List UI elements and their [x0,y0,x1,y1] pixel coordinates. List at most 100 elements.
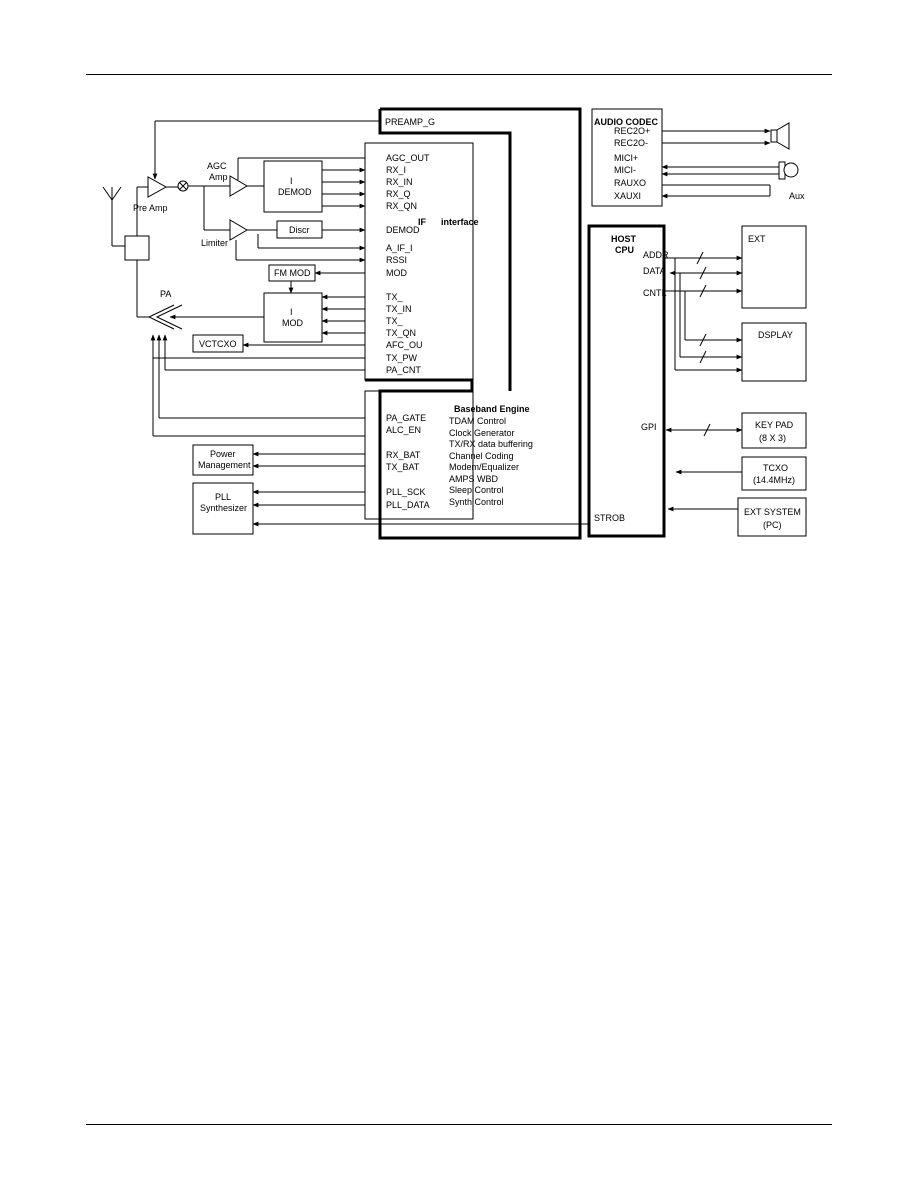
if-signal-label: MOD [386,268,407,278]
baseband-signal-label: RX_BAT [386,450,421,460]
baseband-function-label: AMPS WBD [449,474,499,484]
audio-codec-title: AUDIO CODEC [594,117,659,127]
fm-mod-label: FM MOD [274,268,311,278]
ext-system-box [737,497,807,537]
i-mod-label-2: MOD [282,318,303,328]
baseband-signal-label: PLL_SCK [386,487,426,497]
codec-pin-label: MICI- [614,165,636,175]
if-signal-label: AGC_OUT [386,153,430,163]
footer-rule [86,1124,832,1125]
baseband-function-label: TDAM Control [449,416,506,426]
mixer-icon [177,180,189,192]
baseband-function-label: Channel Coding [449,451,514,461]
codec-pin-list: REC2O+ REC2O- MICI+ MICI- RAUXO XAUXI [614,126,650,201]
ext-system-label-2: (PC) [763,520,782,530]
baseband-engine-frame [365,107,582,540]
keypad-label-2: (8 X 3) [759,433,786,443]
ext-box [741,225,807,309]
display-label: DSPLAY [758,330,793,340]
if-signal-label: RX_QN [386,201,417,211]
audio-codec-box [591,108,663,207]
baseband-signal-label: TX_BAT [386,462,420,472]
interface-label: interface [441,217,479,227]
host-pin-addr: ADDR [643,250,669,260]
keypad-label-1: KEY PAD [755,420,794,430]
i-demod-box [263,160,323,213]
vctcxo-label: VCTCXO [199,339,237,349]
ext-system-label-1: EXT SYSTEM [744,507,801,517]
host-cpu-title-2: CPU [615,245,634,255]
if-signal-label: TX_ [386,292,404,302]
pll-label-1: PLL [215,492,231,502]
baseband-function-label: Modem/Equalizer [449,462,519,472]
limiter-label: Limiter [201,238,228,248]
baseband-signal-label: ALC_EN [386,425,421,435]
if-signal-label: TX_PW [386,353,418,363]
pre-amp-label: Pre Amp [133,203,168,213]
aux-label: Aux [789,191,805,201]
host-cpu-box [587,224,666,538]
baseband-signal-label: PA_GATE [386,413,426,423]
power-management-box [192,444,254,476]
if-signal-label: TX_ [386,316,404,326]
pa-label: PA [160,289,171,299]
host-pin-gpi: GPI [641,422,657,432]
baseband-function-label: Sleep Control [449,485,504,495]
baseband-signal-label: PLL_DATA [386,500,430,510]
limiter-icon [229,219,248,241]
tcxo-label-1: TCXO [763,463,788,473]
if-label: IF [418,217,427,227]
i-demod-label-2: DEMOD [278,187,312,197]
host-pin-cntl: CNTL [643,288,667,298]
host-bus-connections [664,251,743,512]
baseband-title: Baseband Engine [454,404,530,414]
microphone-icon [778,161,799,180]
if-signal-label: AFC_OU [386,340,423,350]
if-signal-label: RSSI [386,255,407,265]
if-signal-label: PA_CNT [386,365,421,375]
tcxo-label-2: (14.4MHz) [753,475,795,485]
codec-pin-label: REC2O- [614,138,648,148]
pll-synthesizer-box [192,482,254,535]
if-signal-label: RX_Q [386,189,411,199]
codec-pin-label: RAUXO [614,178,646,188]
tcxo-box [741,456,807,491]
if-signal-list: AGC_OUT RX_I RX_IN RX_Q RX_QN DEMOD A_IF_I RSSI… [386,153,430,375]
host-cpu-title-1: HOST [611,234,637,244]
header-rule [86,74,832,75]
i-mod-label-1: I [290,307,293,317]
keypad-box [741,412,807,449]
codec-pin-label: REC2O+ [614,126,650,136]
if-signal-label: A_IF_I [386,243,413,253]
codec-pin-label: XAUXI [614,191,641,201]
if-signal-label: TX_QN [386,328,416,338]
top-signal-label: PREAMP_G [385,117,435,127]
if-signal-label: DEMOD [386,225,420,235]
codec-pin-label: MICI+ [614,153,638,163]
antenna-icon [102,186,125,247]
if-signal-label: RX_IN [386,177,413,187]
power-label-2: Management [198,460,251,470]
baseband-function-label: Synth Control [449,497,504,507]
host-pin-strob: STROB [594,513,625,523]
power-label-1: Power [210,449,236,459]
display-box [741,322,807,382]
baseband-lower-box [364,390,474,520]
if-signal-label: RX_I [386,165,406,175]
duplexer-box [124,235,150,261]
if-signal-label: TX_IN [386,304,412,314]
audio-connections [661,128,779,199]
baseband-function-label: TX/RX data buffering [449,439,533,449]
rf-connections [150,120,589,527]
i-demod-label-1: I [290,176,293,186]
baseband-function-label: Clock Generator [449,428,515,438]
agc-amp-label-2: Amp [209,172,228,182]
ext-label: EXT [748,234,766,244]
pll-label-2: Synthesizer [200,503,247,513]
host-pin-data: DATA [643,266,666,276]
pre-amp-icon [147,176,168,198]
discr-label: Discr [289,225,310,235]
speaker-icon [770,122,790,150]
